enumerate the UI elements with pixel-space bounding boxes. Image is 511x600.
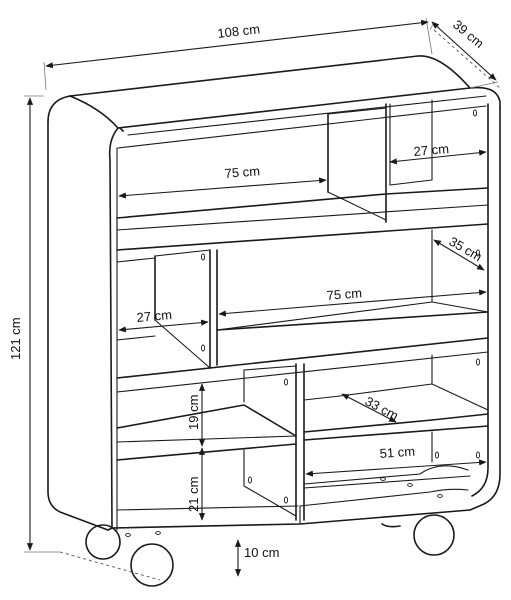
label-bottom-right-width: 51 cm bbox=[379, 444, 415, 461]
label-depth: 39 cm bbox=[450, 17, 487, 51]
dimension-lines bbox=[24, 17, 501, 581]
label-lower-depth: 33 cm bbox=[363, 393, 401, 423]
dimension-labels: 108 cm 39 cm 121 cm 75 cm 27 cm 35 cm 75… bbox=[8, 17, 487, 560]
label-middle-depth: 35 cm bbox=[447, 234, 485, 265]
label-wheel-clearance: 10 cm bbox=[244, 545, 279, 560]
label-height: 121 cm bbox=[8, 317, 23, 360]
label-middle-left-width: 27 cm bbox=[136, 307, 173, 325]
wheel-front-right bbox=[413, 514, 455, 556]
wheel-front-left bbox=[85, 524, 121, 560]
label-bottom-height: 21 cm bbox=[186, 477, 201, 512]
label-top-right-width: 27 cm bbox=[413, 141, 450, 159]
label-width: 108 cm bbox=[217, 21, 261, 41]
shelves bbox=[116, 99, 489, 521]
wheels bbox=[85, 514, 455, 587]
mounting-holes bbox=[125, 109, 481, 537]
wheel-front-center bbox=[130, 543, 174, 587]
label-top-left-width: 75 cm bbox=[224, 163, 260, 181]
label-lower-height: 19 cm bbox=[186, 395, 201, 430]
label-middle-right-width: 75 cm bbox=[326, 285, 362, 303]
